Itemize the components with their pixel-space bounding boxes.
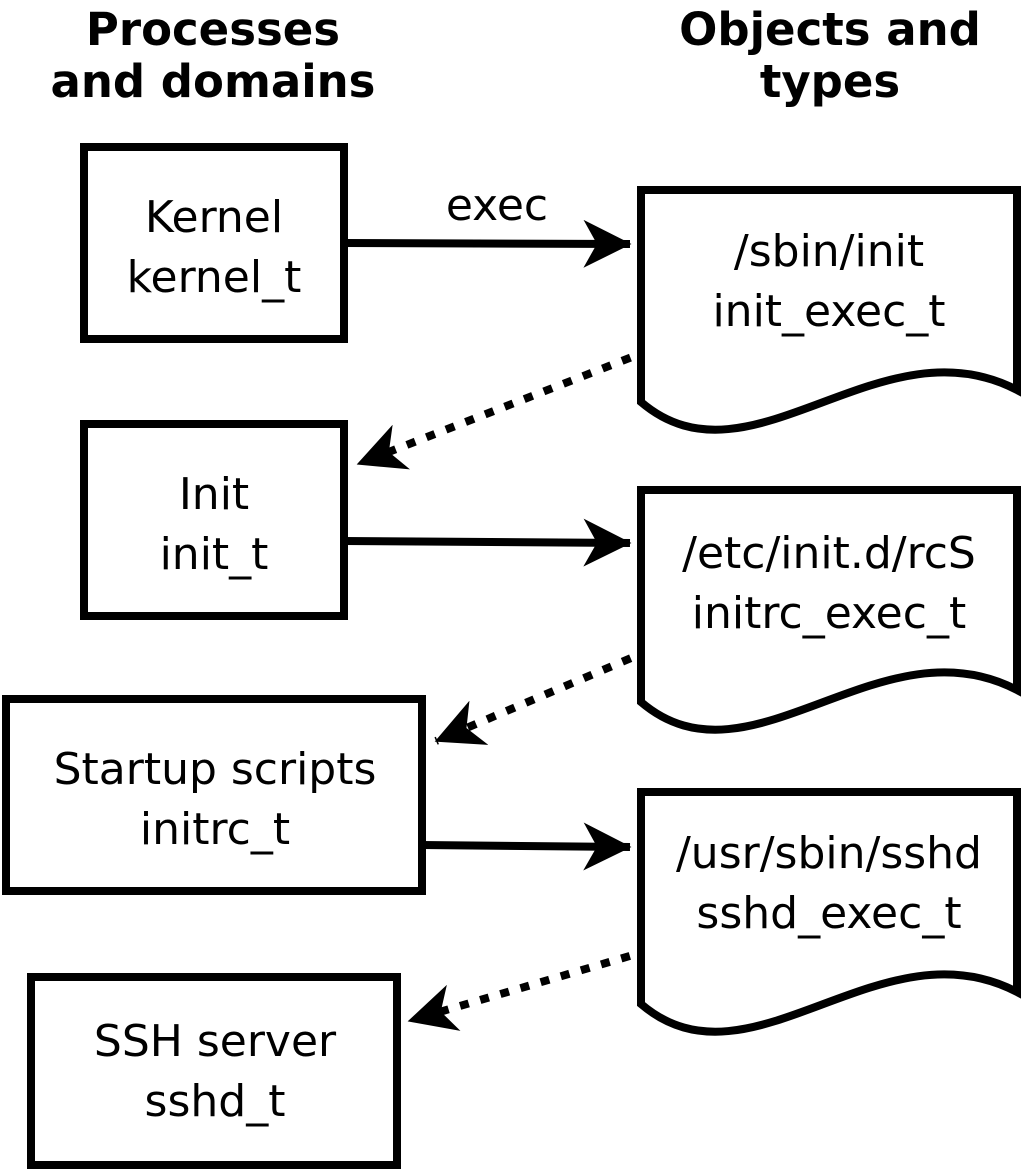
domain-transition-arrow-to-initrc xyxy=(434,646,652,745)
object-doc-sbin-init: /sbin/init init_exec_t xyxy=(637,186,1021,434)
sbin-init-type: init_exec_t xyxy=(712,286,945,337)
exec-arrow-kernel-to-sbin-init xyxy=(343,219,632,268)
ssh-server-box-name: SSH server xyxy=(94,1016,337,1067)
init-box xyxy=(80,420,348,620)
column-header-objects: Objects and types xyxy=(679,3,981,108)
startup-scripts-box xyxy=(2,695,426,895)
domain-transition-arrow-to-sshd xyxy=(407,946,652,1031)
object-doc-etc-initd-rcs: /etc/init.d/rcS initrc_exec_t xyxy=(637,486,1021,734)
domain-transition-arrow-to-init xyxy=(356,346,652,470)
header-left-line2: and domains xyxy=(51,55,376,108)
object-doc-usr-sbin-sshd: /usr/sbin/sshd sshd_exec_t xyxy=(637,788,1021,1036)
kernel-box xyxy=(80,143,348,343)
sbin-init-document-shape xyxy=(637,186,1021,434)
init-box-domain: init_t xyxy=(160,529,269,580)
usr-sbin-sshd-type: sshd_exec_t xyxy=(696,888,961,939)
kernel-box-domain: kernel_t xyxy=(127,252,302,303)
column-header-processes: Processes and domains xyxy=(51,3,376,108)
init-box-name: Init xyxy=(179,469,249,520)
exec-arrow-label: exec xyxy=(446,180,548,231)
usr-sbin-sshd-document-shape xyxy=(637,788,1021,1036)
sbin-init-path: /sbin/init xyxy=(734,226,924,277)
process-box-init: Init init_t xyxy=(80,420,348,620)
usr-sbin-sshd-path: /usr/sbin/sshd xyxy=(676,828,982,879)
startup-scripts-box-name: Startup scripts xyxy=(54,744,377,795)
startup-scripts-box-domain: initrc_t xyxy=(140,804,290,855)
arrows xyxy=(343,219,652,1031)
ssh-server-box xyxy=(27,973,401,1169)
exec-arrow-init-to-rcs xyxy=(343,518,632,567)
process-box-startup-scripts: Startup scripts initrc_t xyxy=(2,695,426,895)
header-right-line2: types xyxy=(760,55,900,108)
etc-initd-rcs-document-shape xyxy=(637,486,1021,734)
kernel-box-name: Kernel xyxy=(145,192,283,243)
exec-arrow-initrc-to-sshd xyxy=(421,822,632,871)
ssh-server-box-domain: sshd_t xyxy=(145,1076,286,1127)
process-box-kernel: Kernel kernel_t xyxy=(80,143,348,343)
etc-initd-rcs-type: initrc_exec_t xyxy=(692,588,966,639)
process-box-ssh-server: SSH server sshd_t xyxy=(27,973,401,1169)
etc-initd-rcs-path: /etc/init.d/rcS xyxy=(682,528,976,579)
header-left-line1: Processes xyxy=(86,3,340,56)
header-right-line1: Objects and xyxy=(679,3,981,56)
